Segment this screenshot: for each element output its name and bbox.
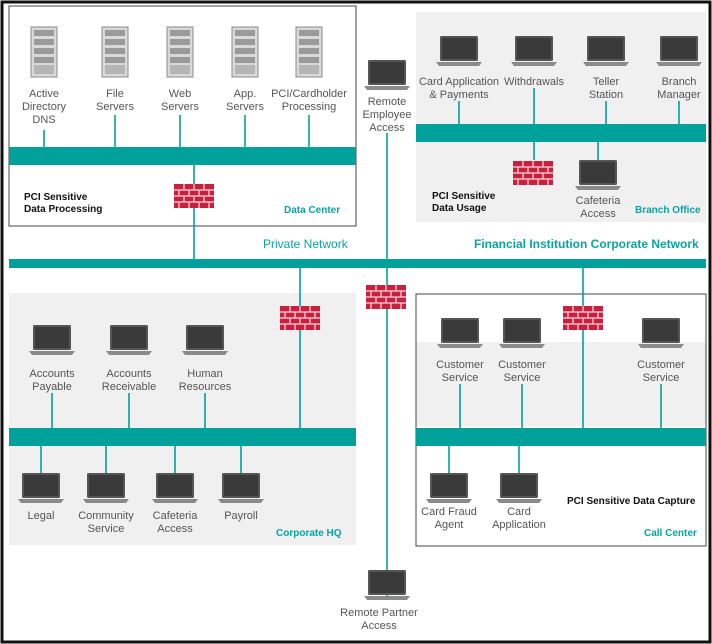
pci-sensitive-data-usage: PCI Sensitive Data Usage xyxy=(432,191,496,214)
laptop-icon xyxy=(499,318,545,348)
location-data-center: Data Center xyxy=(284,205,341,216)
laptop-icon xyxy=(575,160,621,190)
laptop-icon xyxy=(656,36,702,66)
zone-call-center-panel xyxy=(416,342,706,426)
server-label-app-servers: App. Servers xyxy=(226,88,264,113)
laptop-icon xyxy=(106,325,152,355)
laptop-icon xyxy=(583,36,629,66)
laptop-icon xyxy=(182,325,228,355)
device-label-branch-manager: Branch Manager xyxy=(657,76,701,101)
server-label-file-servers: File Servers xyxy=(96,88,134,113)
corporate-hq-switch-bar xyxy=(9,428,356,446)
device-label-community-service: Community Service xyxy=(78,510,134,535)
device-label-card-fraud-agent: Card Fraud Agent xyxy=(421,506,477,531)
firewall-icon xyxy=(280,306,320,330)
device-label-customer-service-2: Customer Service xyxy=(498,359,546,384)
laptop-icon xyxy=(511,36,557,66)
server-icon xyxy=(295,26,323,78)
laptop-icon xyxy=(152,473,198,503)
firewalls xyxy=(174,161,603,330)
device-label-customer-service-1: Customer Service xyxy=(436,359,484,384)
device-label-card-application-payments: Card Application & Payments xyxy=(418,76,500,101)
device-label-legal: Legal xyxy=(27,510,55,522)
firewall-icon xyxy=(513,161,553,185)
backbone-network-bar xyxy=(9,259,706,268)
zone-data-center xyxy=(8,5,357,227)
device-label-branch-cafeteria-access: Cafeteria Access xyxy=(575,195,621,220)
location-branch-office: Branch Office xyxy=(635,205,701,216)
device-label-hq-cafeteria-access: Cafeteria Access xyxy=(152,510,198,535)
laptop-icon xyxy=(218,473,264,503)
server-label-active-directory: Active Directory DNS xyxy=(21,88,67,126)
device-label-customer-service-3: Customer Service xyxy=(637,359,685,384)
private-network-label: Private Network xyxy=(263,237,348,251)
location-corporate-hq: Corporate HQ xyxy=(276,528,342,539)
remote-partner-label: Remote Partner Access xyxy=(340,607,418,632)
zone-call-center xyxy=(415,293,707,547)
branch-office-switch-bar xyxy=(416,124,706,142)
server-label-pci-cardholder: PCI/Cardholder Processing xyxy=(271,88,347,113)
device-label-accounts-payable: Accounts Payable xyxy=(29,368,75,393)
device-label-card-application: Card Application xyxy=(492,506,546,531)
pci-sensitive-data-capture: PCI Sensitive Data Capture xyxy=(567,496,696,507)
laptop-icon xyxy=(496,473,542,503)
location-call-center: Call Center xyxy=(644,528,697,539)
server-icon xyxy=(166,26,194,78)
laptop-icon xyxy=(18,473,64,503)
laptop-icon xyxy=(437,318,483,348)
server-icon xyxy=(101,26,129,78)
laptop-icon xyxy=(83,473,129,503)
laptop-icon xyxy=(364,570,410,600)
device-label-human-resources: Human Resources xyxy=(178,368,232,393)
laptop-icon xyxy=(436,36,482,66)
device-label-payroll: Payroll xyxy=(224,510,258,522)
laptop-icon xyxy=(426,473,472,503)
data-center-switch-bar xyxy=(9,147,356,165)
corporate-network-label: Financial Institution Corporate Network xyxy=(474,237,699,251)
pci-sensitive-data-processing: PCI Sensitive Data Processing xyxy=(24,192,103,215)
laptop-icon xyxy=(364,60,410,90)
network-links xyxy=(40,88,680,600)
server-icon xyxy=(30,26,58,78)
remote-employee-label: Remote Employee Access xyxy=(362,96,412,134)
server-label-web-servers: Web Servers xyxy=(161,88,199,113)
server-icon xyxy=(231,26,259,78)
firewall-icon xyxy=(366,285,406,309)
firewall-icon xyxy=(174,184,214,208)
laptop-icon xyxy=(638,318,684,348)
call-center-switch-bar xyxy=(416,428,706,446)
devices xyxy=(18,26,702,600)
device-label-accounts-receivable: Accounts Receivable xyxy=(101,368,157,393)
device-label-teller-station: Teller Station xyxy=(588,76,624,101)
laptop-icon xyxy=(29,325,75,355)
firewall-icon xyxy=(563,306,603,330)
device-label-withdrawals: Withdrawals xyxy=(504,76,564,88)
